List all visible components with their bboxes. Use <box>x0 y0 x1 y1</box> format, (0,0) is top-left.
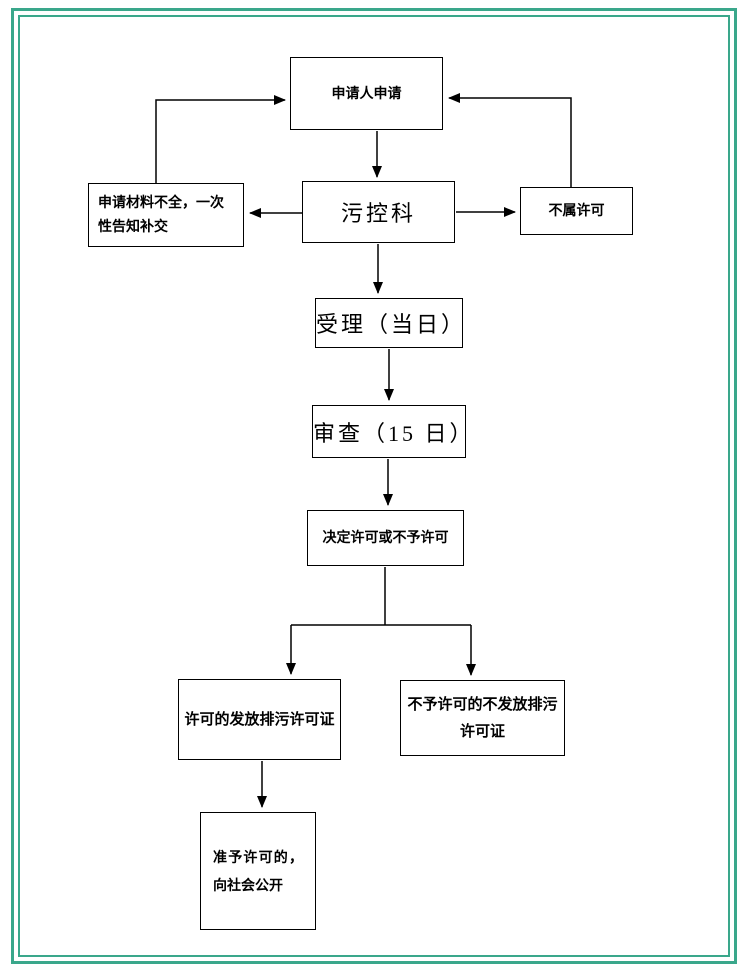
flow-node-grant-permit-label: 许可的发放排污许可证 <box>184 711 335 728</box>
flow-node-incomplete-materials: 申请材料不全，一次性告知补交 <box>88 183 244 247</box>
flow-node-incomplete-materials-label: 申请材料不全，一次性告知补交 <box>98 194 224 234</box>
flow-node-publish: 准予许可的，向社会公开 <box>200 812 316 930</box>
flow-node-not-permit-label: 不属许可 <box>548 202 605 219</box>
flow-node-acceptance-label: 受理（当日） <box>316 312 467 337</box>
flow-node-decision: 决定许可或不予许可 <box>307 510 464 566</box>
flow-node-pollution-control: 污控科 <box>302 181 455 243</box>
flow-node-applicant: 申请人申请 <box>290 57 443 130</box>
flow-node-deny-permit: 不予许可的不发放排污许可证 <box>400 680 565 756</box>
outer-border <box>11 8 737 964</box>
flow-node-review: 审查（15 日） <box>312 405 475 458</box>
arrow-notpermit-to-applicant <box>448 93 572 187</box>
inner-border <box>18 15 730 957</box>
flow-node-grant-permit: 许可的发放排污许可证 <box>178 679 341 760</box>
flow-node-pollution-control-label: 污控科 <box>340 201 416 226</box>
flow-node-review-label: 审查（15 日） <box>313 420 475 446</box>
flow-node-publish-label: 准予许可的，向社会公开 <box>213 849 303 893</box>
flow-node-deny-permit-label: 不予许可的不发放排污许可证 <box>407 696 558 740</box>
arrow-incomplete-to-applicant <box>155 95 286 183</box>
flow-node-not-permit: 不属许可 <box>520 187 633 235</box>
flow-node-decision-label: 决定许可或不予许可 <box>322 529 449 546</box>
flow-node-acceptance: 受理（当日） <box>315 298 463 348</box>
flow-node-applicant-label: 申请人申请 <box>331 84 402 101</box>
